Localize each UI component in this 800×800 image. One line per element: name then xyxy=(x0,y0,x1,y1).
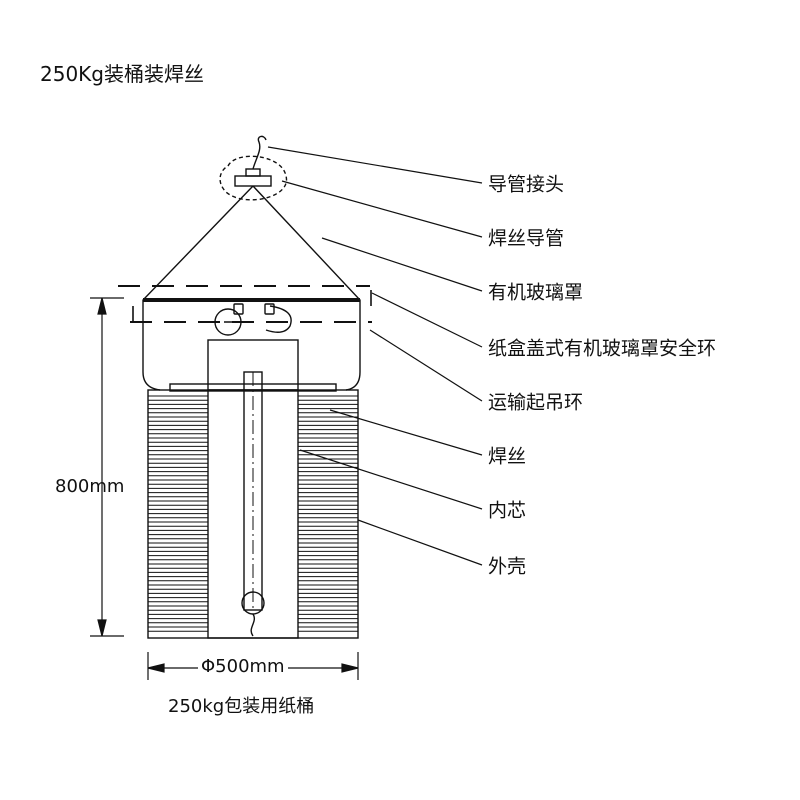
label-lifting-ring: 运输起吊环 xyxy=(488,391,584,414)
label-welding-wire: 焊丝 xyxy=(488,445,527,468)
label-inner-core: 内芯 xyxy=(488,499,527,522)
height-dimension xyxy=(90,297,124,637)
diameter-label: Φ500mm xyxy=(198,656,288,677)
acrylic-cover xyxy=(142,185,361,391)
leader-lines xyxy=(267,146,483,566)
label-acrylic-cover: 有机玻璃罩 xyxy=(488,281,584,304)
label-safety-ring: 纸盒盖式有机玻璃罩安全环 xyxy=(488,337,717,360)
diagram-title: 250Kg装桶装焊丝 xyxy=(40,62,204,86)
conduit-connector xyxy=(219,135,287,201)
tube-end-wire xyxy=(250,613,255,637)
height-label: 800mm xyxy=(55,476,125,497)
wire-coil-right xyxy=(298,395,358,632)
lifting-rings xyxy=(214,303,292,336)
wire-tube xyxy=(243,371,263,611)
label-outer-shell: 外壳 xyxy=(488,555,527,578)
label-wire-conduit: 焊丝导管 xyxy=(488,227,565,250)
wire-coil-left xyxy=(148,395,208,632)
label-conduit-connector: 导管接头 xyxy=(488,173,565,196)
drum-caption: 250kg包装用纸桶 xyxy=(168,696,315,717)
